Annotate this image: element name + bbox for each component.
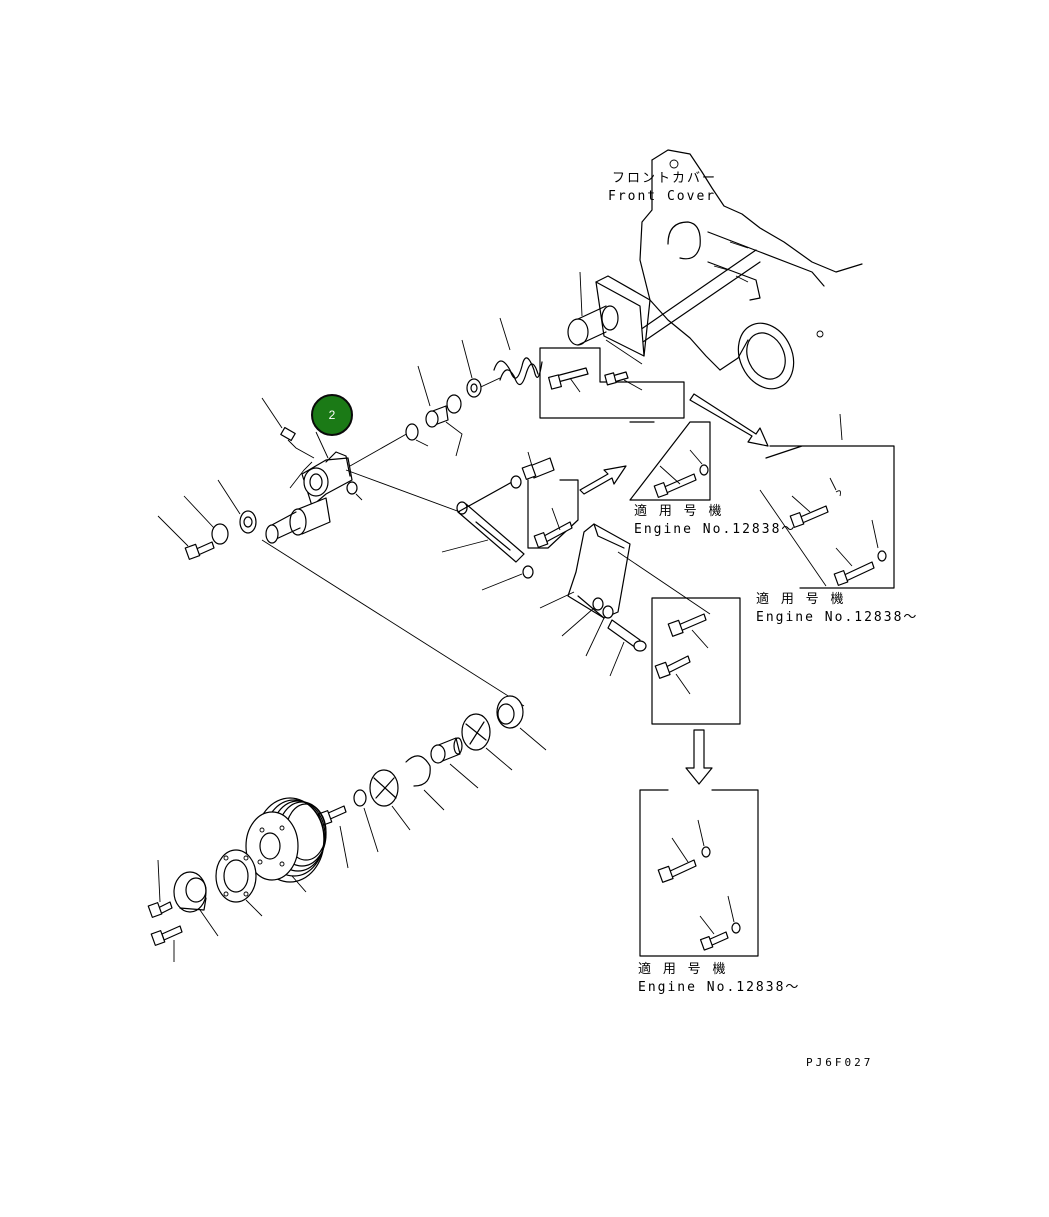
shim-plate <box>215 849 263 917</box>
bolt-group-box-upper <box>539 347 685 419</box>
applicability-label-jp-3: 適 用 号 機 <box>638 962 728 977</box>
arrow-to-right-box <box>689 393 769 447</box>
small-arrow <box>579 465 627 495</box>
pulley-bearing-parts <box>317 695 547 869</box>
arm-fasteners-left <box>157 479 257 560</box>
applicability-label-en-1: Engine No.12838～ <box>634 522 797 537</box>
bolt-group-box-bottom <box>639 789 759 957</box>
bolt-group-box-lower <box>651 597 741 725</box>
bolt-group-box-middle <box>629 421 711 501</box>
bracket-plate <box>539 523 711 677</box>
applicability-label-jp-1: 適 用 号 機 <box>634 504 724 519</box>
part-callout-marker[interactable]: 2 <box>311 394 353 436</box>
mounting-plate <box>567 271 651 365</box>
bolt-group-box-right <box>759 413 895 589</box>
applicability-label-en-3: Engine No.12838～ <box>638 980 801 995</box>
front-cover-label-en: Front Cover <box>608 189 717 204</box>
idler-arm-assembly <box>261 397 363 544</box>
pulley-guide-lines <box>261 469 525 707</box>
applicability-label-en-2: Engine No.12838～ <box>756 610 919 625</box>
drawing-code: PJ6F027 <box>806 1056 874 1069</box>
spring-spacer-group <box>405 317 543 457</box>
front-cover-outline <box>639 149 863 390</box>
cap-bolts <box>147 859 183 962</box>
front-cover-label-jp: フロントカバー <box>612 171 718 186</box>
down-arrow <box>685 729 713 785</box>
main-pulley <box>245 797 327 893</box>
applicability-label-jp-2: 適 用 号 機 <box>756 592 846 607</box>
adjusting-link <box>441 451 579 591</box>
pulley-cap <box>173 871 219 937</box>
